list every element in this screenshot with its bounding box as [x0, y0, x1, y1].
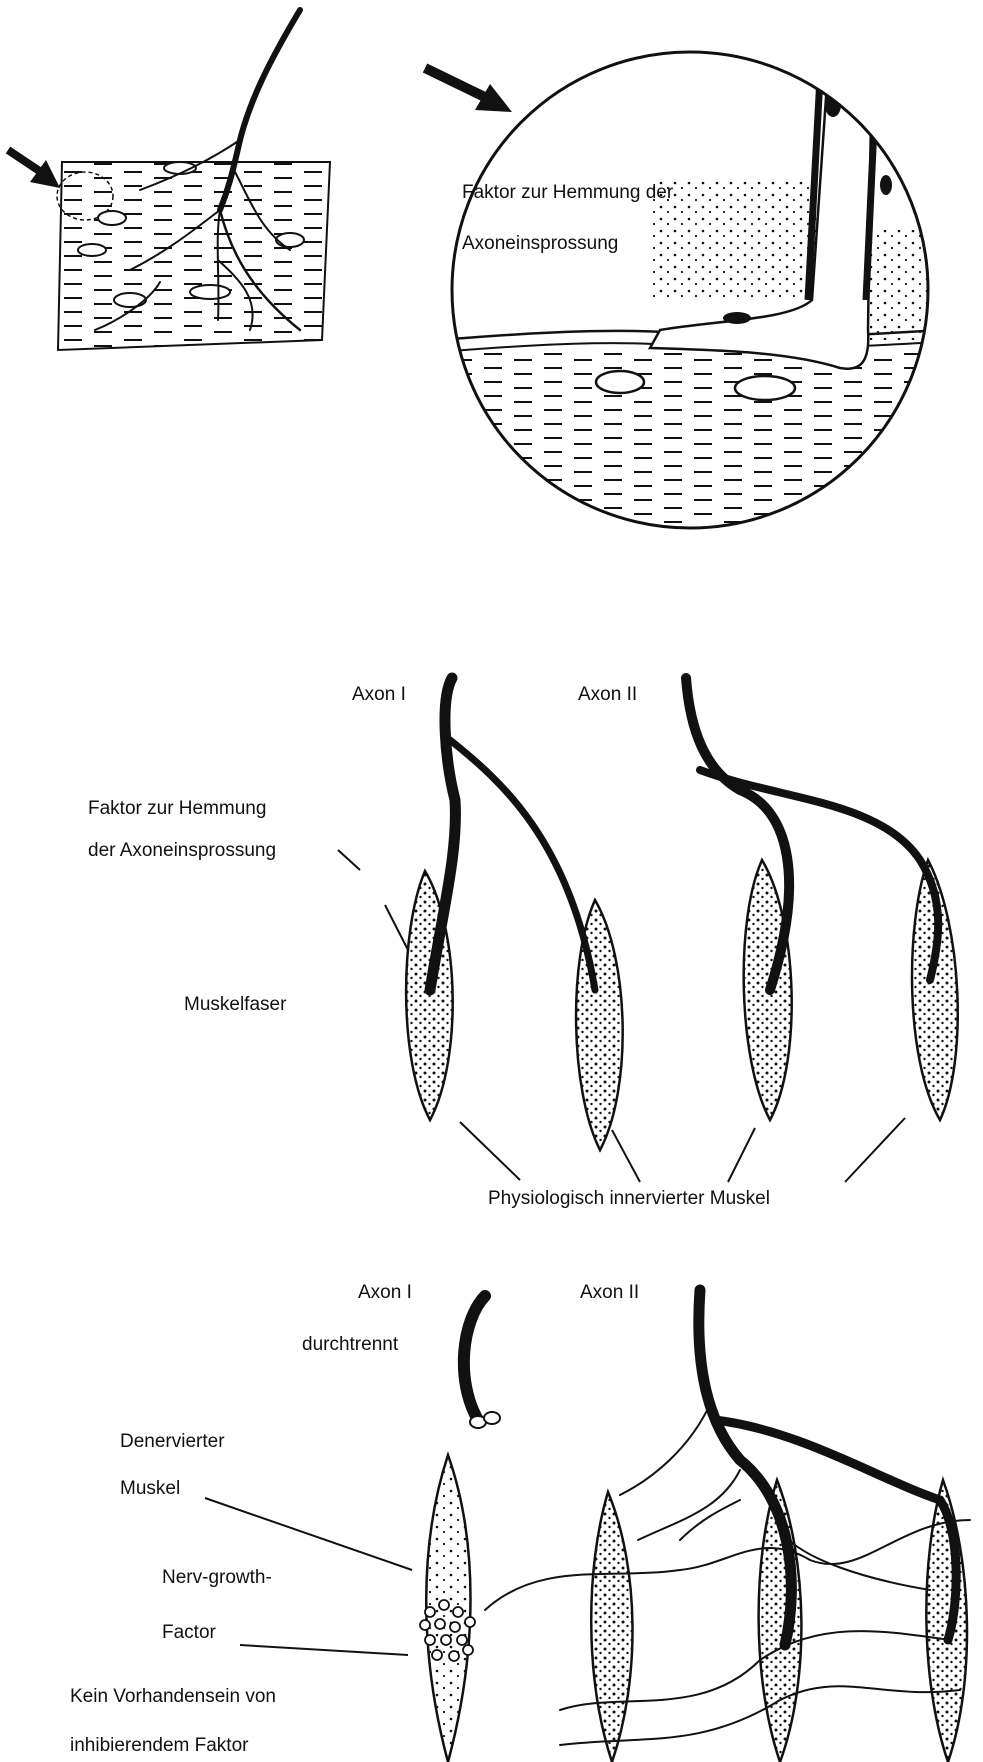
no-inhibitor-label-line2: inhibierendem Faktor — [70, 1735, 249, 1756]
severed-axon-label-line1: Axon I — [358, 1282, 412, 1303]
ngf-label-line2: Factor — [162, 1622, 217, 1643]
axon-2-label: Axon II — [578, 684, 637, 705]
arrow-right-icon — [425, 68, 512, 112]
severed-axon-label-line2: durchtrennt — [302, 1334, 399, 1355]
bottom-panel: Axon I durchtrennt Axon II Denervierter … — [70, 1282, 970, 1762]
inhibition-label-line2: der Axoneinsprossung — [88, 840, 276, 861]
innervated-muscle-label: Physiologisch innervierter Muskel — [488, 1188, 770, 1209]
magnified-inset: Faktor zur Hemmung der Axoneinsprossung — [440, 40, 950, 550]
inset-label-line1: Faktor zur Hemmung der — [462, 182, 674, 203]
inset-label-line2: Axoneinsprossung — [462, 233, 618, 254]
arrow-left-icon — [8, 150, 60, 188]
top-panel: Faktor zur Hemmung der Axoneinsprossung — [8, 10, 950, 550]
ngf-label-line1: Nerv-growth- — [162, 1567, 272, 1588]
muscle-fibers-bottom — [426, 1455, 967, 1762]
axon-1-label: Axon I — [352, 684, 406, 705]
denervated-label-line1: Denervierter — [120, 1431, 225, 1452]
muscle-fiber-label: Muskelfaser — [184, 994, 287, 1015]
severed-axon — [464, 1296, 500, 1428]
denervated-label-line2: Muskel — [120, 1478, 180, 1499]
axons-bottom — [485, 1290, 970, 1745]
muscle-fibers-middle — [406, 860, 958, 1150]
axon-2-label-bottom: Axon II — [580, 1282, 639, 1303]
axons-middle — [430, 678, 938, 990]
inhibition-label-line1: Faktor zur Hemmung — [88, 798, 266, 819]
muscle-fiber — [591, 1492, 632, 1762]
no-inhibitor-label-line1: Kein Vorhandensein von — [70, 1686, 276, 1707]
middle-panel: Axon I Axon II Faktor zur Hemmung der Ax… — [88, 678, 958, 1209]
